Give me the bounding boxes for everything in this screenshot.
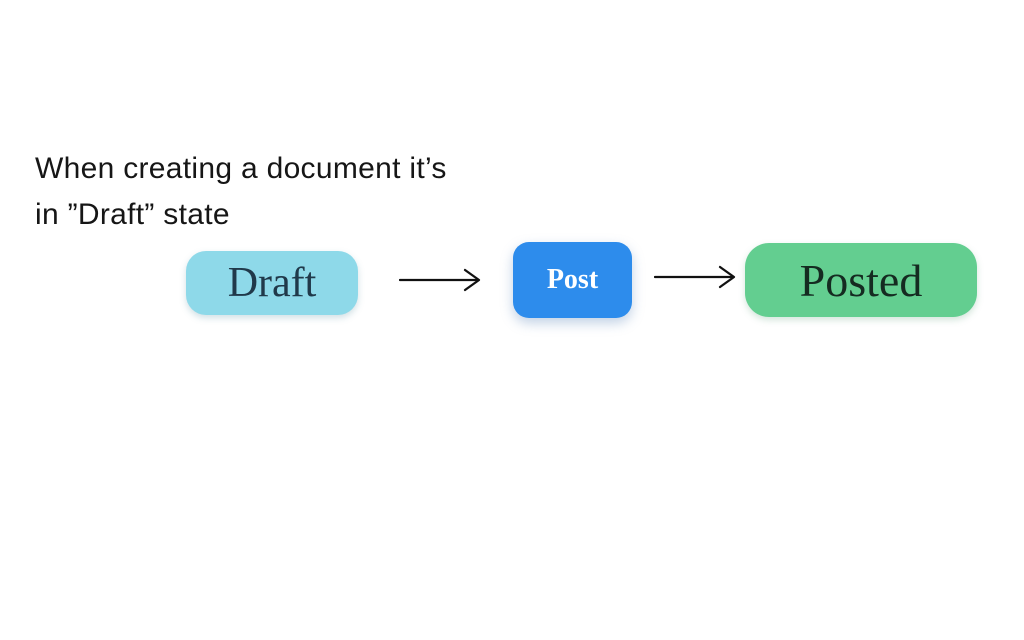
state-pill-posted: Posted [745,243,977,317]
state-pill-draft: Draft [186,251,358,315]
caption-text: When creating a document it’s in ”Draft”… [35,146,447,238]
caption-line-2: in ”Draft” state [35,198,230,231]
arrow-right-icon [654,264,740,290]
post-button-label: Post [546,264,599,295]
state-posted-label: Posted [799,254,923,306]
arrow-right-icon [399,267,485,293]
post-button[interactable]: Post [513,242,632,318]
state-draft-label: Draft [227,260,317,306]
caption-line-1: When creating a document it’s [35,152,447,185]
